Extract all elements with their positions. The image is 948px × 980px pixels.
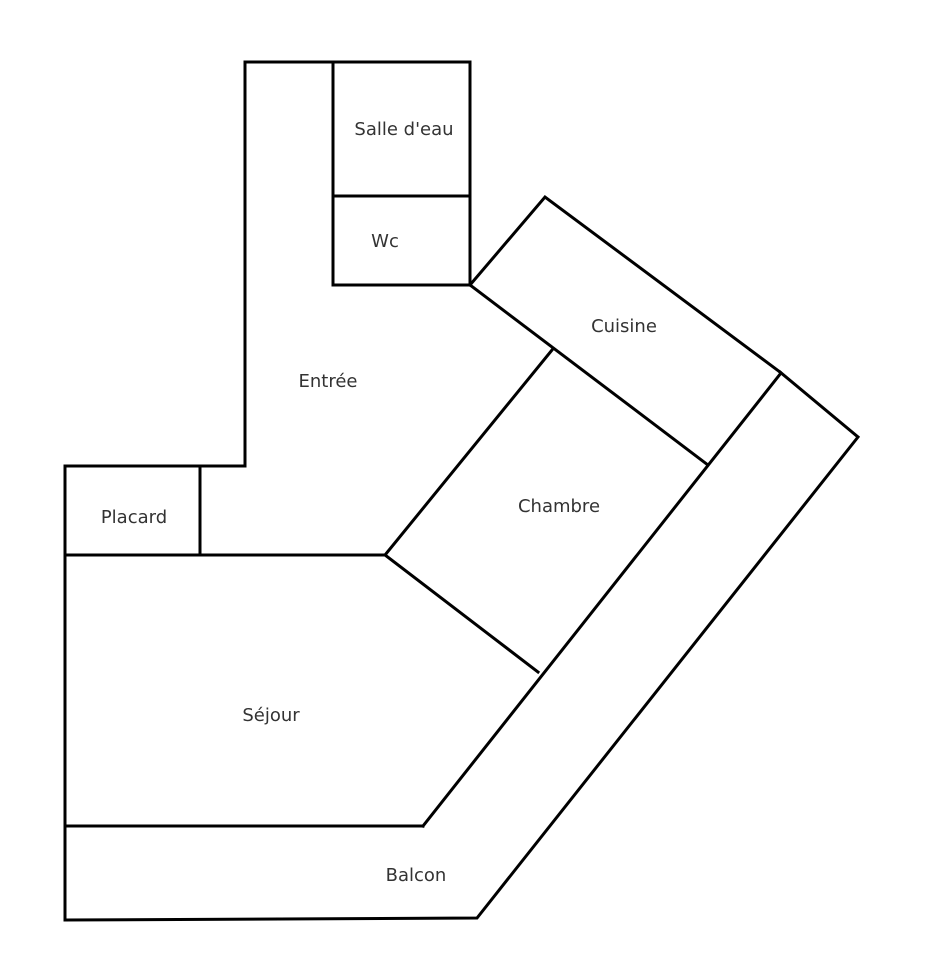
walls (63, 60, 861, 922)
cuisine-walls (467, 194, 783, 375)
label-cuisine: Cuisine (591, 316, 657, 337)
label-balcon: Balcon (386, 865, 447, 886)
label-entree: Entrée (299, 371, 358, 392)
balcon-inner-wall (420, 370, 784, 829)
label-chambre: Chambre (518, 496, 600, 517)
wc-room (331, 194, 472, 287)
cuisine-chambre-wall (467, 282, 711, 468)
entree-left-wall (63, 60, 861, 922)
outer-wall (243, 60, 472, 287)
label-sejour: Séjour (242, 705, 300, 726)
label-salle-deau: Salle d'eau (354, 119, 453, 140)
label-wc: Wc (371, 231, 399, 252)
room-labels: Salle d'eau Wc Entrée Cuisine Placard Ch… (101, 119, 657, 886)
label-placard: Placard (101, 507, 167, 528)
